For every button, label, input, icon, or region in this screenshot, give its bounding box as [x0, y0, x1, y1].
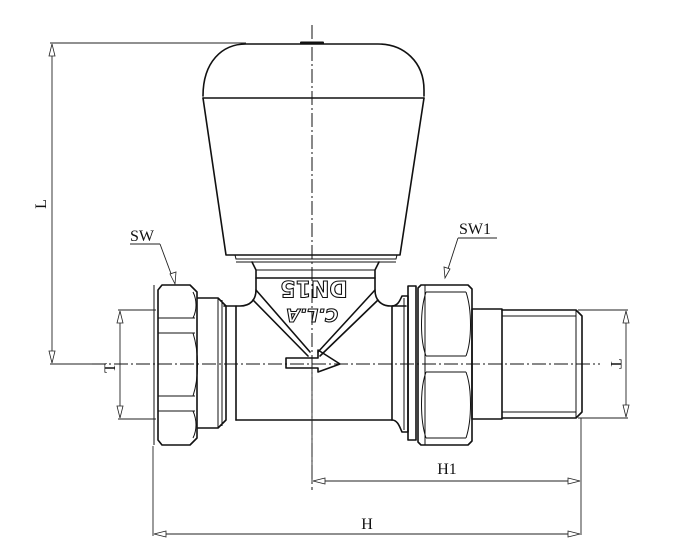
dimension-T-right: T [578, 309, 630, 419]
label-H: H [361, 516, 373, 533]
label-L: L [33, 199, 50, 209]
body-markings: DN15 C.L.A [280, 274, 348, 325]
label-SW: SW [130, 228, 155, 245]
valve-body [197, 261, 417, 441]
label-T-left: T [102, 363, 119, 373]
knob-cap [202, 41, 425, 263]
size-marking: DN15 [280, 275, 347, 300]
left-hex-nut [153, 284, 198, 446]
dimension-H1: H1 [311, 364, 582, 535]
dimension-T-left: T [102, 309, 156, 420]
dimension-L: L [33, 42, 246, 365]
leader-SW1: SW1 [443, 221, 497, 280]
label-SW1: SW1 [459, 221, 491, 238]
threaded-tail [471, 308, 583, 420]
label-H1: H1 [437, 461, 457, 478]
brand-marking: C.L.A [286, 304, 338, 325]
label-T-right: T [607, 359, 624, 369]
leader-SW: SW [130, 228, 177, 286]
dimension-H: H [152, 446, 581, 538]
right-hex-nut [417, 284, 473, 446]
